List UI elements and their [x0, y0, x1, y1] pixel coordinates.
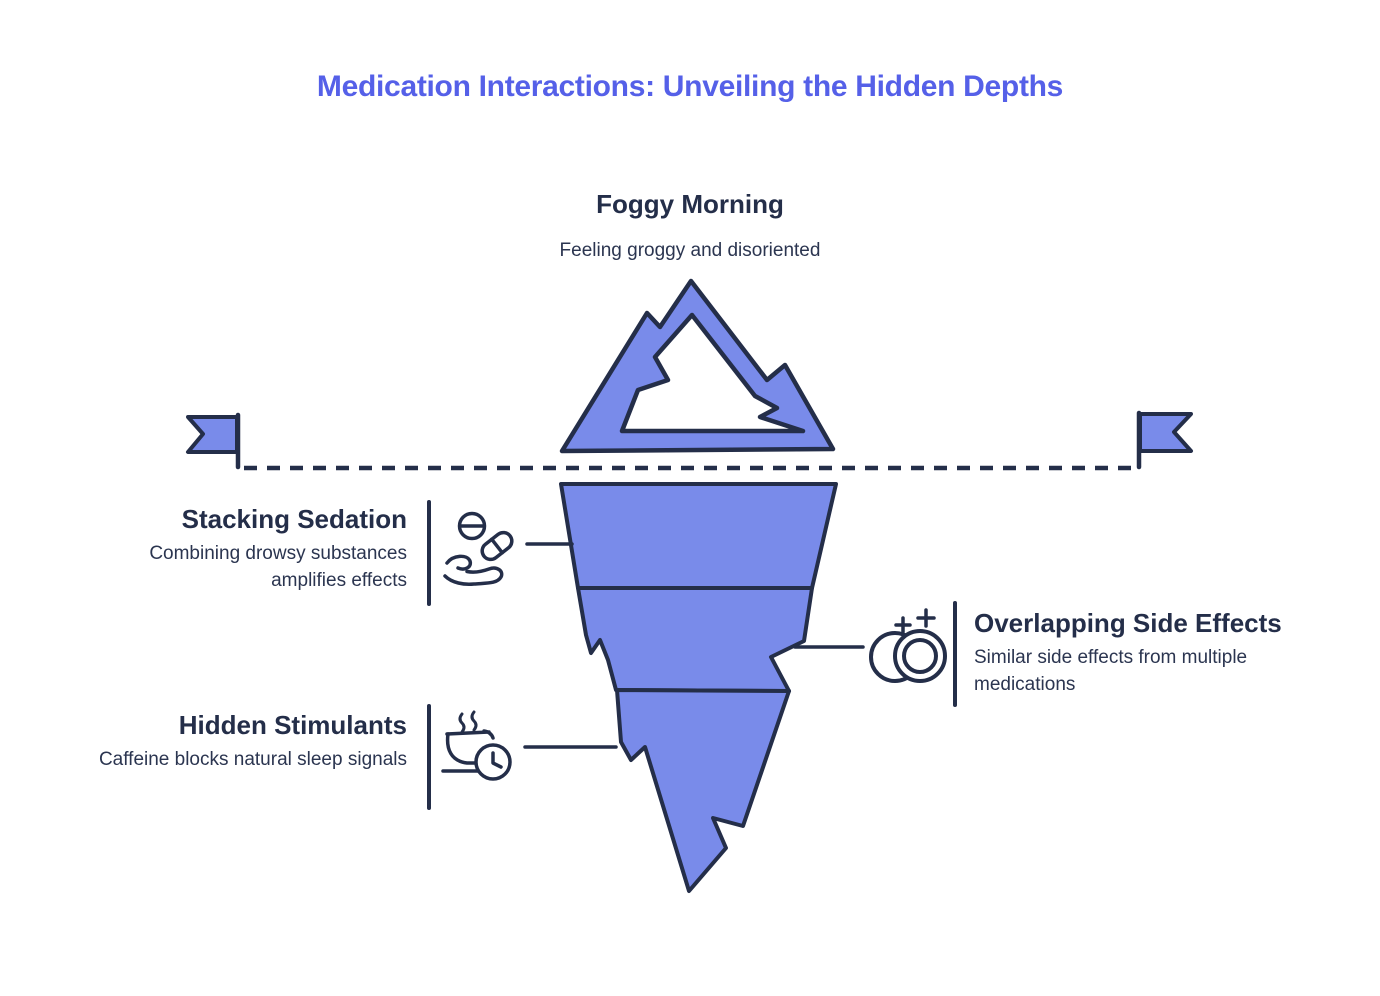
section-description: Caffeine blocks natural sleep signals — [98, 748, 407, 770]
flag-banner-left — [186, 415, 239, 454]
section-description: Combining drowsy substances amplifies ef… — [149, 542, 407, 591]
iceberg-layer-3 — [615, 688, 791, 893]
capsule-pill-icon — [480, 530, 514, 562]
iceberg-submerged — [559, 482, 838, 893]
iceberg-layer-2 — [576, 586, 814, 693]
flag-banner-right — [1138, 412, 1193, 453]
coffee-cup-clock-icon — [441, 710, 512, 781]
section-stacking-sedation: Stacking Sedation Combining drowsy subst… — [95, 505, 407, 594]
iceberg-tip — [559, 278, 836, 454]
overlapping-pills-icon — [869, 608, 947, 683]
clock-hands — [491, 751, 503, 769]
steam-wisp-left — [458, 712, 466, 734]
surface-description: Feeling groggy and disoriented — [559, 240, 821, 261]
cup-rim-stroke — [445, 729, 495, 740]
flag-icon-right — [1136, 410, 1193, 470]
divider-hidden-stimulants — [427, 704, 431, 810]
page-title: Medication Interactions: Unveiling the H… — [316, 70, 1064, 103]
plus-sparkle-small — [894, 616, 912, 634]
hand-thumb-stroke — [445, 554, 473, 571]
section-heading: Overlapping Side Effects — [974, 608, 1282, 638]
section-overlapping-side-effects: Overlapping Side Effects Similar side ef… — [974, 609, 1304, 698]
iceberg-tip-snowcap — [619, 312, 806, 434]
surface-heading: Foggy Morning — [596, 189, 784, 219]
divider-stacking-sedation — [427, 500, 431, 606]
steam-wisp-right — [470, 710, 478, 732]
flag-icon-left — [186, 412, 241, 470]
pill-circle-front-inner — [902, 638, 938, 674]
section-hidden-stimulants: Hidden Stimulants Caffeine blocks natura… — [95, 711, 407, 773]
section-heading: Hidden Stimulants — [178, 710, 407, 740]
plus-sparkle-large — [916, 608, 936, 628]
iceberg-layer-1 — [559, 482, 838, 590]
hand-palm-stroke — [443, 566, 504, 586]
hand-offering-pills-icon — [443, 511, 514, 586]
section-description: Similar side effects from multiple medic… — [974, 646, 1248, 695]
section-heading: Stacking Sedation — [181, 504, 407, 534]
divider-overlapping-side-effects — [953, 601, 957, 707]
cup-body-stroke — [445, 732, 479, 765]
